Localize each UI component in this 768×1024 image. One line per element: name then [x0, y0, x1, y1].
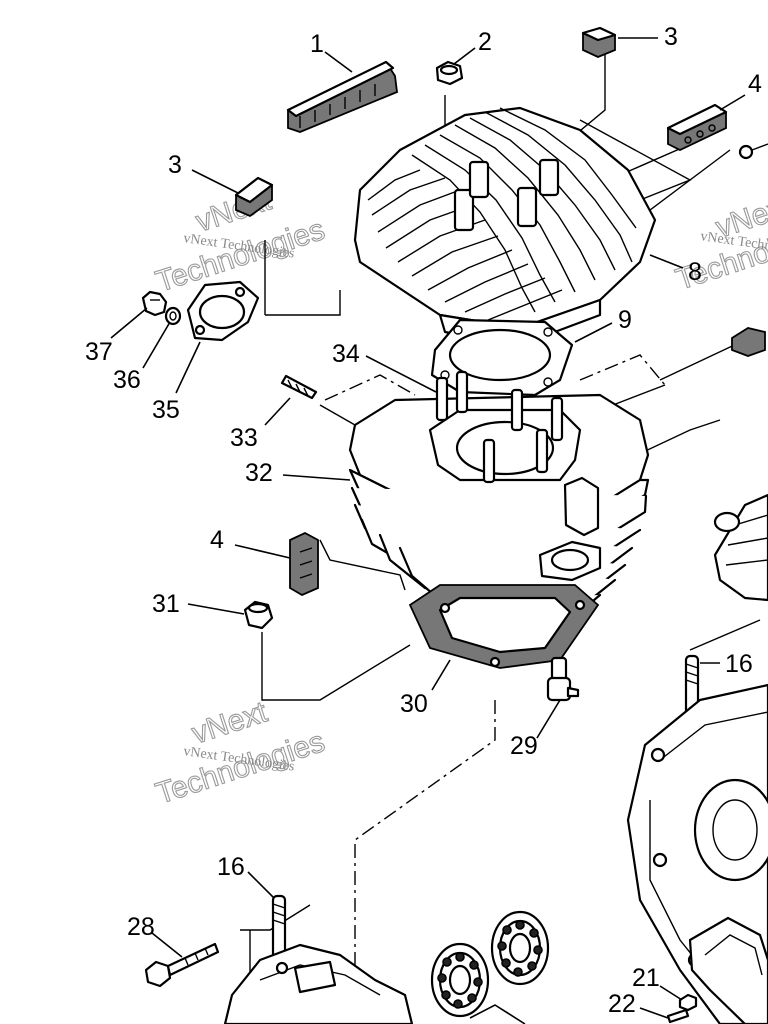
watermark-mid-left: vNext Technologies vNext Technologies — [151, 695, 329, 811]
callout-21: 21 — [632, 964, 660, 992]
callout-16-lower: 16 — [217, 853, 245, 881]
callout-22: 22 — [608, 990, 636, 1018]
lock-washer — [164, 306, 182, 326]
main-bearing-left — [430, 942, 490, 1018]
callout-29: 29 — [510, 732, 538, 760]
callout-16-upper: 16 — [725, 650, 753, 678]
intake-boot — [713, 493, 768, 602]
callout-30: 30 — [400, 690, 428, 718]
callout-34: 34 — [332, 340, 360, 368]
callout-8: 8 — [688, 258, 702, 286]
callout-37: 37 — [85, 338, 113, 366]
callout-36: 36 — [113, 366, 141, 394]
watermark-top-right: vNext Technologies vNext Technologies — [671, 189, 768, 297]
callout-33: 33 — [230, 424, 258, 452]
crankcase-gasket-right — [688, 916, 768, 1024]
callout-4-left: 4 — [210, 526, 224, 554]
callout-2: 2 — [478, 28, 492, 56]
small-nut — [678, 993, 698, 1012]
small-bolt-top-right — [738, 143, 768, 160]
damper-block-4-left — [289, 531, 319, 597]
head-gasket — [430, 318, 574, 397]
damper-block-3-top — [581, 26, 617, 58]
exhaust-stud — [280, 374, 318, 400]
callout-9: 9 — [618, 306, 632, 334]
callout-numbers: 1 2 3 4 3 8 9 34 37 36 35 33 32 4 31 30 … — [85, 23, 762, 1018]
callout-35: 35 — [152, 396, 180, 424]
crankcase-left-half — [223, 943, 414, 1024]
leader-lines — [110, 37, 746, 1019]
damper-block-4-top — [666, 103, 728, 152]
callout-3-left: 3 — [168, 151, 182, 179]
damper-block-3-left — [234, 176, 274, 218]
callout-4-top: 4 — [748, 70, 762, 98]
callout-1: 1 — [310, 30, 324, 58]
damper-block-right — [731, 327, 766, 357]
temperature-sensor — [546, 656, 580, 702]
bearing-leader — [469, 1004, 526, 1024]
watermark-stylized: vNext — [188, 695, 272, 750]
cylinder-head — [353, 106, 657, 347]
callout-31: 31 — [152, 590, 180, 618]
callout-32: 32 — [245, 459, 273, 487]
exhaust-flange-gasket — [186, 280, 260, 342]
crankcase-bolt — [144, 942, 220, 988]
fin-damper-block — [286, 60, 398, 133]
base-gasket — [408, 584, 600, 669]
small-bolt — [666, 1008, 690, 1024]
cylinder-block — [348, 393, 650, 614]
callout-3-top: 3 — [664, 23, 678, 51]
watermark-stylized-line2: Technologies — [152, 725, 329, 811]
cylinder-nut — [243, 600, 274, 630]
callout-28: 28 — [127, 913, 155, 941]
head-nut — [435, 60, 464, 86]
exhaust-nut — [141, 290, 168, 317]
main-bearing-right — [490, 910, 550, 986]
cylinder-studs — [435, 370, 564, 484]
